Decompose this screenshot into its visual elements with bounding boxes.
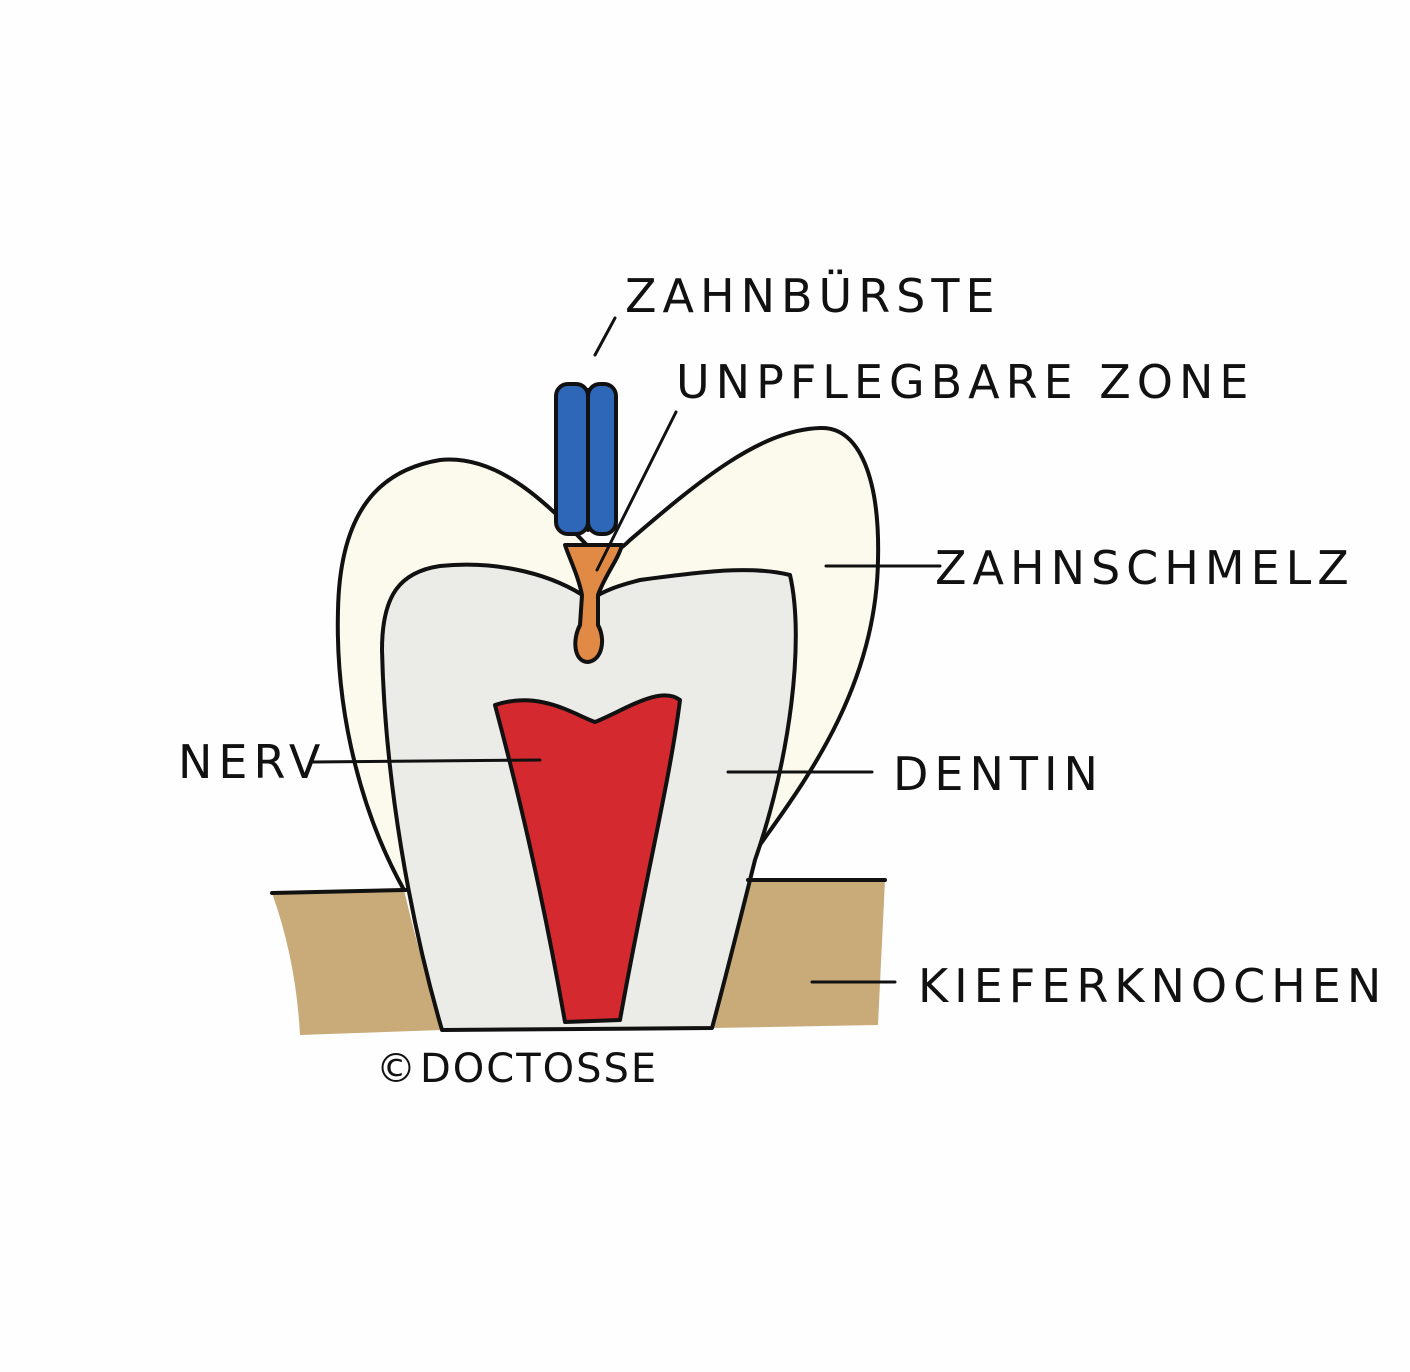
plaque-zone [563,543,624,664]
toothbrush-bristle-left [554,382,590,536]
jawbone-left [272,890,442,1035]
leader-unreachable-zone [595,410,678,572]
label-enamel: ZAHNSCHMELZ [935,541,1355,595]
nerve-pulp [493,693,682,1024]
label-dentin: DENTIN [893,747,1104,801]
copyright-symbol: © [376,1046,418,1092]
leader-toothbrush [593,316,617,357]
label-nerve: NERV [178,735,326,789]
jawbone-right [712,880,885,1028]
bone-edge-left [270,888,406,895]
leader-nerve [310,758,542,764]
label-jawbone: KIEFERKNOCHEN [918,959,1387,1013]
credit-author: DOCTOSSE [420,1046,658,1092]
label-unreachable-zone: UNPFLEGBARE ZONE [676,355,1254,409]
toothbrush-bristle-right [586,382,618,536]
label-toothbrush: ZAHNBÜRSTE [625,269,1001,323]
